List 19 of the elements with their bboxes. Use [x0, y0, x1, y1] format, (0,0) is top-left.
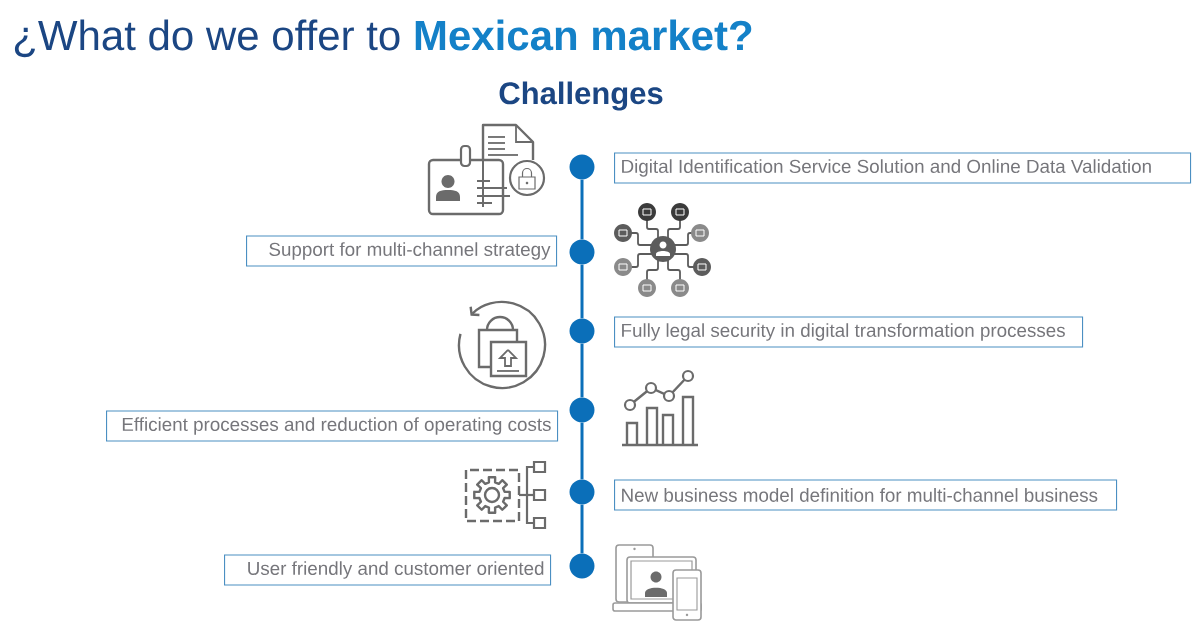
timeline-dot	[569, 318, 595, 344]
timeline-dot	[569, 154, 595, 180]
timeline-dot	[569, 553, 595, 579]
title: ¿What do we offer to Mexican market?	[14, 19, 752, 58]
heading: Challenges	[499, 81, 663, 111]
timeline-line	[580, 422, 584, 480]
text-box: Efficient processes and reduction of operating costs	[106, 410, 559, 442]
timeline-dot	[569, 239, 595, 265]
timeline-dot	[569, 479, 595, 505]
text-box: Digital Identification Service Solution and Online Data Validation	[614, 152, 1192, 184]
text-box: Support for multi-channel strategy	[246, 235, 558, 267]
timeline-dot	[569, 397, 595, 423]
timeline-line	[580, 343, 584, 398]
timeline-line	[580, 264, 584, 319]
text-box: User friendly and customer oriented	[224, 554, 552, 586]
timeline-line	[580, 504, 584, 554]
timeline-line	[580, 179, 584, 240]
text-box: New business model definition for multi-channel business	[614, 479, 1118, 511]
text-box: Fully legal security in digital transformation processes	[614, 316, 1084, 348]
